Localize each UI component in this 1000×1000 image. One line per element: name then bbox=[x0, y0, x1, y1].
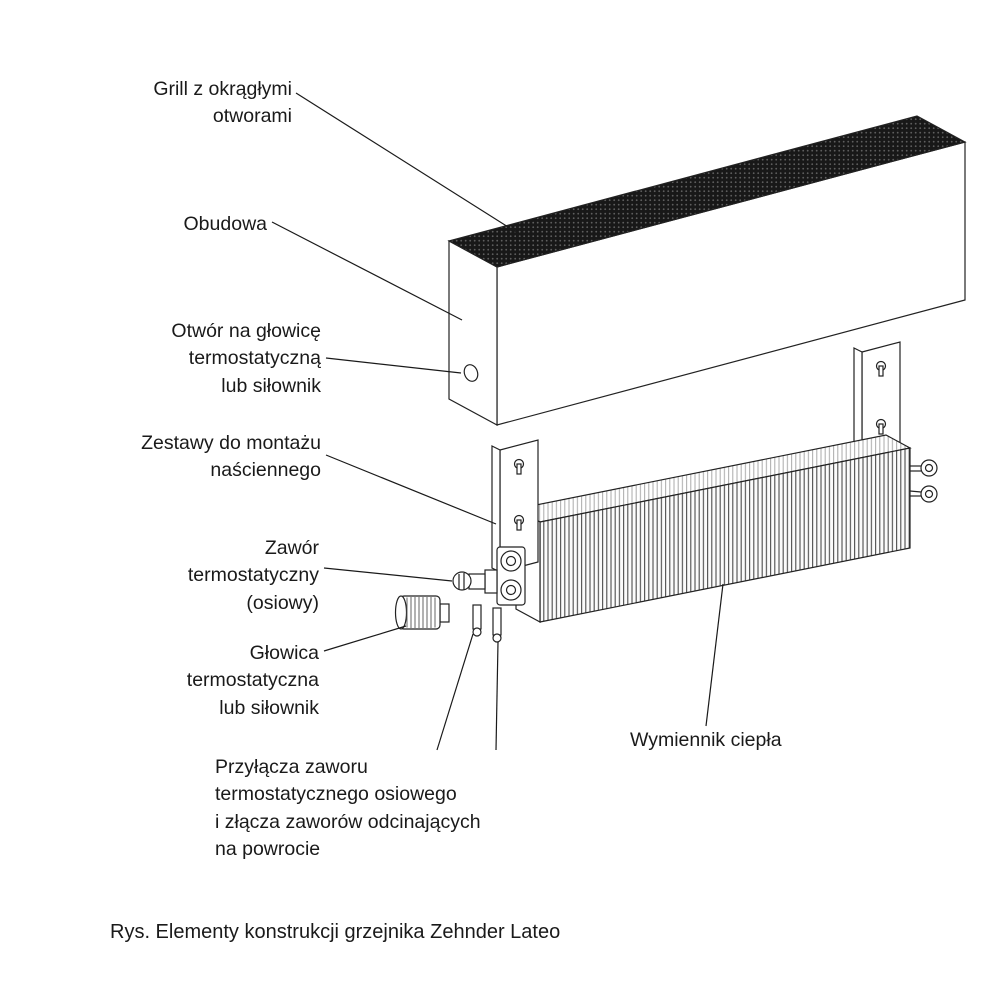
thermostatic-head-drawing bbox=[394, 595, 450, 630]
return-connections-drawing bbox=[909, 459, 938, 503]
leader-glowica bbox=[323, 625, 407, 652]
axial-valve-cap bbox=[452, 571, 472, 591]
label-obudowa: Obudowa bbox=[183, 213, 267, 235]
return-stub-left bbox=[472, 604, 482, 630]
label-glowica: Głowica termostatyczna lub siłownik bbox=[186, 642, 319, 719]
thermostat-hole bbox=[463, 364, 479, 382]
label-otwor-glowica: Otwór na głowicę termostatyczną lub siło… bbox=[171, 320, 321, 397]
leader-przylacza-2 bbox=[495, 641, 499, 751]
leader-wymiennik bbox=[705, 583, 724, 727]
grill-top-face bbox=[447, 115, 967, 268]
leader-zestawy bbox=[325, 454, 497, 525]
return-stub-right bbox=[492, 607, 502, 636]
heat-exchanger-drawing bbox=[514, 434, 912, 624]
label-zawor: Zawór termostatyczny (osiowy) bbox=[187, 537, 319, 614]
figure-caption: Rys. Elementy konstrukcji grzejnika Zehn… bbox=[110, 921, 561, 943]
label-wymiennik: Wymiennik ciepła bbox=[630, 729, 782, 751]
leader-otwor bbox=[325, 357, 462, 374]
label-zestawy-montaz: Zestawy do montażu naściennego bbox=[141, 432, 321, 482]
valve-assembly-drawing bbox=[452, 546, 526, 643]
mounting-bracket-left bbox=[491, 439, 539, 573]
valve-hex-nut bbox=[484, 569, 498, 594]
leader-zawor bbox=[323, 567, 453, 582]
leader-przylacza-1 bbox=[436, 633, 474, 751]
leader-grill bbox=[295, 92, 517, 233]
leader-obudowa bbox=[271, 221, 463, 321]
label-grill: Grill z okrągłymi otworami bbox=[153, 78, 292, 128]
casing-end-face bbox=[448, 239, 498, 427]
head-knurling bbox=[406, 597, 436, 628]
casing-drawing bbox=[447, 115, 967, 427]
label-przylacza: Przyłącza zaworu termostatycznego osiowe… bbox=[215, 756, 481, 860]
mounting-bracket-right bbox=[853, 341, 901, 463]
leader-lines bbox=[271, 92, 724, 751]
